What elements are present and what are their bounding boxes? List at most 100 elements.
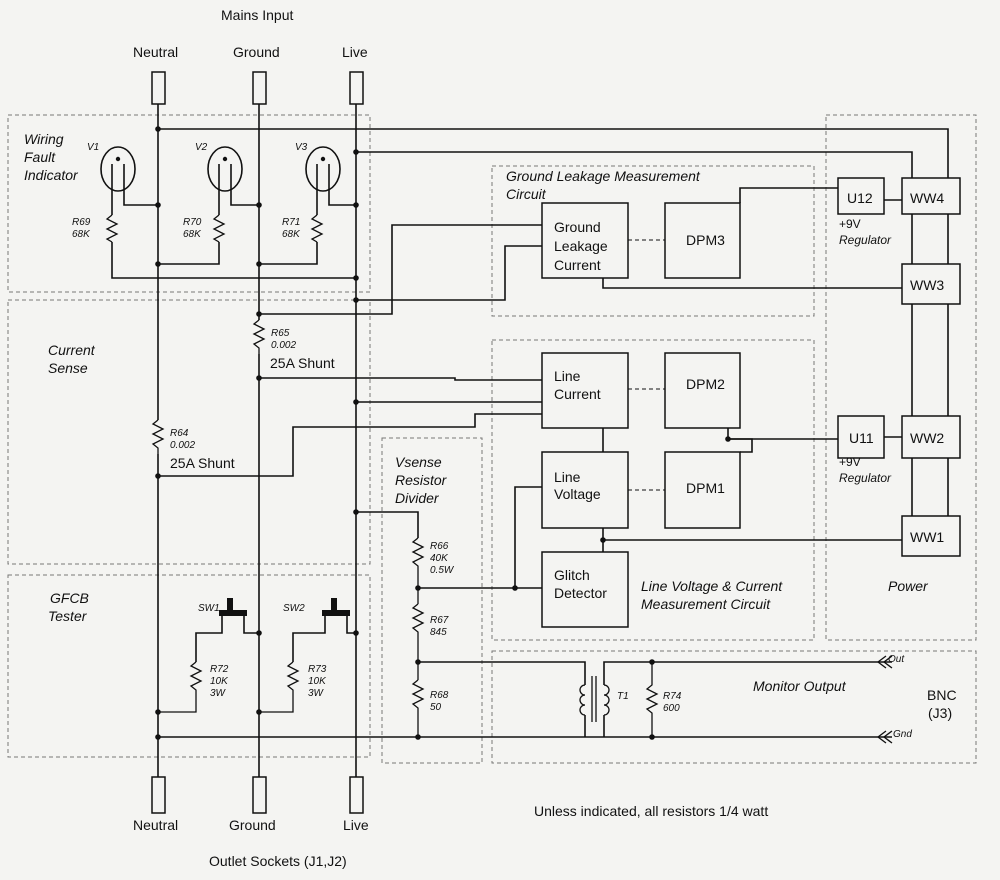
r67-resistor xyxy=(411,603,425,680)
wiring-fault-label-1: Wiring xyxy=(24,131,64,147)
bnc-gnd-arrow xyxy=(876,730,887,744)
line-voltage-current-frame xyxy=(491,339,815,641)
r69-value: 68K xyxy=(72,229,91,240)
r71-label: R71 xyxy=(282,217,300,228)
monitor-output-frame xyxy=(491,650,977,764)
main-labels: Mains Input Neutral Ground Live Neutral … xyxy=(24,7,957,869)
line-current-block xyxy=(541,352,629,429)
r72-value-2: 3W xyxy=(210,688,227,699)
glm-circuit-label-1: Ground Leakage Measurement xyxy=(506,168,701,184)
r74-resistor xyxy=(645,662,659,737)
mains-input-label: Mains Input xyxy=(221,7,293,23)
block-interconnects xyxy=(600,187,949,552)
bnc-label-1: BNC xyxy=(927,687,957,703)
r73-value-2: 3W xyxy=(308,688,325,699)
neutral-bottom-label: Neutral xyxy=(133,817,178,833)
current-sense-label-1: Current xyxy=(48,342,96,358)
gfcb-label-1: GFCB xyxy=(50,590,89,606)
ww4-block xyxy=(901,177,961,215)
v1-label: V1 xyxy=(87,142,99,153)
r64-value: 0.002 xyxy=(170,440,195,451)
glitch-label-2: Detector xyxy=(554,585,607,601)
gfcb-tester-frame xyxy=(7,574,371,758)
r69-label: R69 xyxy=(72,217,91,228)
ground-outlet-terminal xyxy=(252,776,267,814)
gfcb-label-2: Tester xyxy=(48,608,88,624)
outlet-sockets-label: Outlet Sockets (J1,J2) xyxy=(209,853,347,869)
vsense-label-1: Vsense xyxy=(395,454,442,470)
dpm1-block xyxy=(664,451,741,529)
r65-shunt xyxy=(252,319,266,354)
r68-value: 50 xyxy=(430,702,442,713)
ww2-block xyxy=(901,415,961,459)
line-voltage-block xyxy=(541,451,629,529)
ww3-block xyxy=(901,263,961,305)
lvc-circuit-label-2: Measurement Circuit xyxy=(641,596,771,612)
neon-lamp-v3 xyxy=(305,146,341,200)
ww3-label: WW3 xyxy=(910,277,944,293)
dpm2-block xyxy=(664,352,741,429)
r65-shunt-label: 25A Shunt xyxy=(270,355,335,371)
r73-value-1: 10K xyxy=(308,676,327,687)
vsense-divider xyxy=(411,537,425,737)
r67-label: R67 xyxy=(430,615,449,626)
r64-shunt-label: 25A Shunt xyxy=(170,455,235,471)
u12-regulator-block xyxy=(837,177,885,215)
r70-value: 68K xyxy=(183,229,202,240)
r64-shunt xyxy=(151,419,165,454)
r70-label: R70 xyxy=(183,217,202,228)
vsense-label-3: Divider xyxy=(395,490,440,506)
bnc-out-label: Out xyxy=(888,654,905,665)
neon-indicators xyxy=(100,146,359,281)
ground-leakage-frame xyxy=(491,165,815,317)
shunt-resistors xyxy=(151,319,266,454)
r66-resistor xyxy=(411,537,425,604)
power-label: Power xyxy=(888,578,929,594)
live-bottom-label: Live xyxy=(343,817,369,833)
vsense-label-2: Resistor xyxy=(395,472,448,488)
power-frame xyxy=(825,114,977,641)
resistor-note: Unless indicated, all resistors 1/4 watt xyxy=(534,803,768,819)
ground-bottom-label: Ground xyxy=(229,817,276,833)
v3-label: V3 xyxy=(295,142,308,153)
r66-value-1: 40K xyxy=(430,553,449,564)
ww1-label: WW1 xyxy=(910,529,944,545)
t1-primary xyxy=(579,684,586,716)
bnc-label-2: (J3) xyxy=(928,705,952,721)
ww2-label: WW2 xyxy=(910,430,944,446)
live-top-label: Live xyxy=(342,44,368,60)
r66-label: R66 xyxy=(430,541,449,552)
r74-label: R74 xyxy=(663,691,682,702)
line-voltage-label-2: Voltage xyxy=(554,486,601,502)
glitch-detector-block xyxy=(541,551,629,628)
live-outlet-terminal xyxy=(349,776,364,814)
r72-value-1: 10K xyxy=(210,676,229,687)
t1-secondary xyxy=(603,684,610,716)
neutral-top-label: Neutral xyxy=(133,44,178,60)
bnc-gnd-label: Gnd xyxy=(893,729,912,740)
u11-regulator-label: Regulator xyxy=(839,471,892,485)
dpm1-label: DPM1 xyxy=(686,480,725,496)
r64-label: R64 xyxy=(170,428,189,439)
u12-regulator-label: Regulator xyxy=(839,233,892,247)
u12-label: U12 xyxy=(847,190,873,206)
mains-rails xyxy=(151,71,364,814)
bnc-out-arrow xyxy=(876,655,887,669)
ground-top-label: Ground xyxy=(233,44,280,60)
component-labels: V1 V2 V3 R69 68K R70 68K R71 68K R65 0.0… xyxy=(72,142,682,714)
wiring-fault-label-2: Fault xyxy=(24,149,56,165)
line-voltage-label-1: Line xyxy=(554,469,581,485)
u11-regulator-block xyxy=(837,415,885,459)
switch-sw1 xyxy=(155,598,262,715)
r65-label: R65 xyxy=(271,328,290,339)
current-sense-frame xyxy=(7,299,371,565)
u11-voltage-label: +9V xyxy=(839,455,861,469)
u12-voltage-label: +9V xyxy=(839,217,861,231)
section-frames xyxy=(7,114,977,764)
ground-leakage-label-2: Leakage xyxy=(554,238,608,254)
glitch-label-1: Glitch xyxy=(554,567,590,583)
r68-resistor xyxy=(411,679,425,737)
neutral-to-power-wire xyxy=(158,128,949,190)
ww4-label: WW4 xyxy=(910,190,944,206)
